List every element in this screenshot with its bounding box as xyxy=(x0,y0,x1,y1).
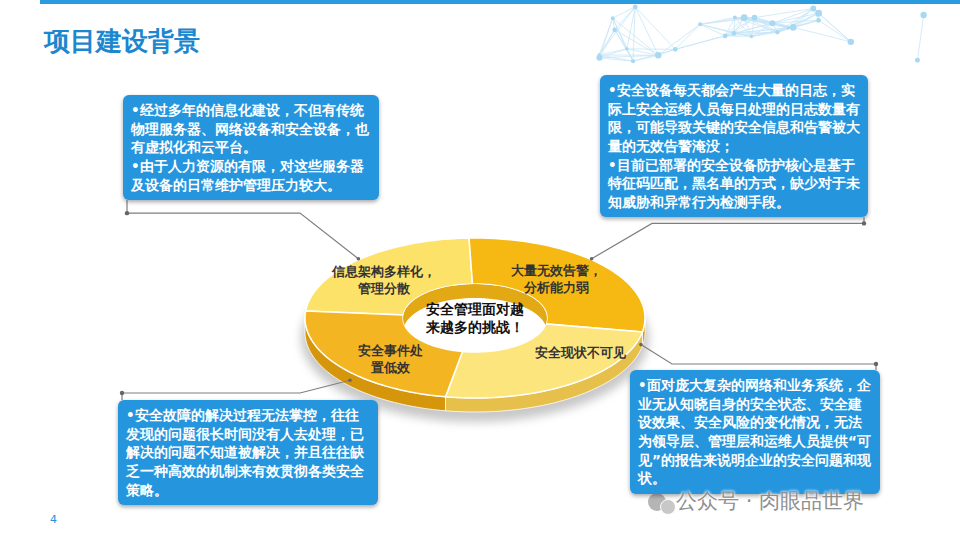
label-text: 安全现状不可见 xyxy=(530,345,630,362)
callout-box: •安全故障的解决过程无法掌控，往往发现的问题很长时间没有人去处理，已解决的问题不… xyxy=(118,400,378,505)
wechat-icon xyxy=(648,493,676,515)
bullet-text: •由于人力资源的有限，对这些服务器及设备的日常维护管理压力较大。 xyxy=(131,157,371,194)
network-line xyxy=(615,7,636,30)
network-dot xyxy=(732,31,737,36)
leader-dot xyxy=(862,221,866,225)
network-dot xyxy=(915,58,920,63)
network-dot xyxy=(673,47,678,52)
network-dot xyxy=(612,27,617,32)
network-dot xyxy=(775,30,779,34)
label-text: 安全事件处置低效 xyxy=(357,343,423,377)
leader-dot xyxy=(348,378,352,382)
network-dot xyxy=(611,16,615,20)
network-line xyxy=(627,7,635,49)
network-line xyxy=(627,49,658,55)
leader-line xyxy=(122,380,350,400)
network-line xyxy=(734,27,793,33)
network-line xyxy=(675,24,700,49)
network-dot xyxy=(723,34,728,39)
network-dot xyxy=(769,20,775,26)
bullet-text: •面对庞大复杂的网络和业务系统，企业无从知晓自身的安全状态、安全建设效果、安全风… xyxy=(638,376,872,488)
network-dot xyxy=(815,10,822,17)
callout-box: •面对庞大复杂的网络和业务系统，企业无从知晓自身的安全状态、安全建设效果、安全风… xyxy=(630,370,880,494)
leader-dot xyxy=(120,391,124,395)
network-dot xyxy=(816,18,821,23)
leader-line xyxy=(127,200,358,259)
network-dot xyxy=(698,22,702,26)
network-line xyxy=(700,24,725,36)
slide-title: 项目建设背景 xyxy=(44,24,200,59)
network-dot xyxy=(750,35,754,39)
callout-box: •安全设备每天都会产生大量的日志，实际上安全运维人员每日处理的日志数量有限，可能… xyxy=(600,75,868,217)
network-dot xyxy=(848,39,854,45)
network-line xyxy=(819,20,851,42)
network-dot xyxy=(655,52,661,58)
bullet-text: •安全设备每天都会产生大量的日志，实际上安全运维人员每日处理的日志数量有限，可能… xyxy=(608,81,860,156)
network-dot xyxy=(625,47,629,51)
network-dot xyxy=(920,12,926,18)
label-text: 安全管理面对越来越多的挑战！ xyxy=(425,301,525,336)
callout-box: •经过多年的信息化建设，不但有传统物理服务器、网络设备和安全设备，也有虚拟化和云… xyxy=(123,95,379,200)
network-dot xyxy=(596,55,602,61)
network-dot xyxy=(631,59,635,63)
network-line xyxy=(599,58,633,61)
network-dot xyxy=(786,26,789,29)
network-dot xyxy=(752,15,758,21)
ring-segment-label: 安全事件处置低效 xyxy=(357,343,423,377)
network-dot xyxy=(633,5,638,10)
leader-line xyxy=(592,217,864,258)
leader-dot xyxy=(590,257,594,261)
network-line xyxy=(635,7,658,55)
network-line xyxy=(627,49,633,61)
network-line xyxy=(599,55,658,57)
network-dot xyxy=(741,14,748,21)
network-line xyxy=(599,49,627,55)
top-bar xyxy=(40,0,960,4)
network-line xyxy=(777,8,813,32)
network-line xyxy=(793,20,818,27)
leader-dot xyxy=(125,211,129,215)
bullet-text: •经过多年的信息化建设，不但有传统物理服务器、网络设备和安全设备，也有虚拟化和云… xyxy=(131,101,371,157)
network-line xyxy=(744,18,793,28)
label-text: 信息架构多样化，管理分散 xyxy=(331,264,437,298)
network-line xyxy=(615,30,627,49)
network-line xyxy=(613,7,635,18)
network-line xyxy=(700,18,744,25)
network-line xyxy=(917,15,923,60)
network-line xyxy=(793,27,851,42)
network-line xyxy=(658,24,700,55)
leader-dot xyxy=(639,343,643,347)
leader-dot xyxy=(357,257,361,261)
network-line xyxy=(772,20,818,23)
leader-line xyxy=(641,345,876,370)
watermark: 公众号 · 肉眼品世界 xyxy=(676,487,864,515)
network-pattern xyxy=(596,5,926,64)
page-number: 4 xyxy=(50,513,57,526)
label-text: 大量无效告警，分析能力弱 xyxy=(509,263,603,297)
ring-center: 安全管理面对越来越多的挑战！ xyxy=(425,301,525,336)
ring-segment-label: 安全现状不可见 xyxy=(530,345,630,362)
network-line xyxy=(635,7,675,49)
network-dot xyxy=(733,16,737,20)
ring-segment-label: 信息架构多样化，管理分散 xyxy=(331,264,437,298)
network-dot xyxy=(790,24,797,31)
network-dot xyxy=(810,6,816,12)
bullet-text: •安全故障的解决过程无法掌控，往往发现的问题很长时间没有人去处理，已解决的问题不… xyxy=(126,406,370,499)
bullet-text: •目前已部署的安全设备防护核心是基于特征码匹配，黑名单的方式，缺少对于未知威胁和… xyxy=(608,156,860,212)
ring-segment-label: 大量无效告警，分析能力弱 xyxy=(509,263,603,297)
network-line xyxy=(675,36,725,49)
leader-dot xyxy=(874,362,878,366)
network-line xyxy=(615,30,659,56)
network-line xyxy=(772,13,818,23)
